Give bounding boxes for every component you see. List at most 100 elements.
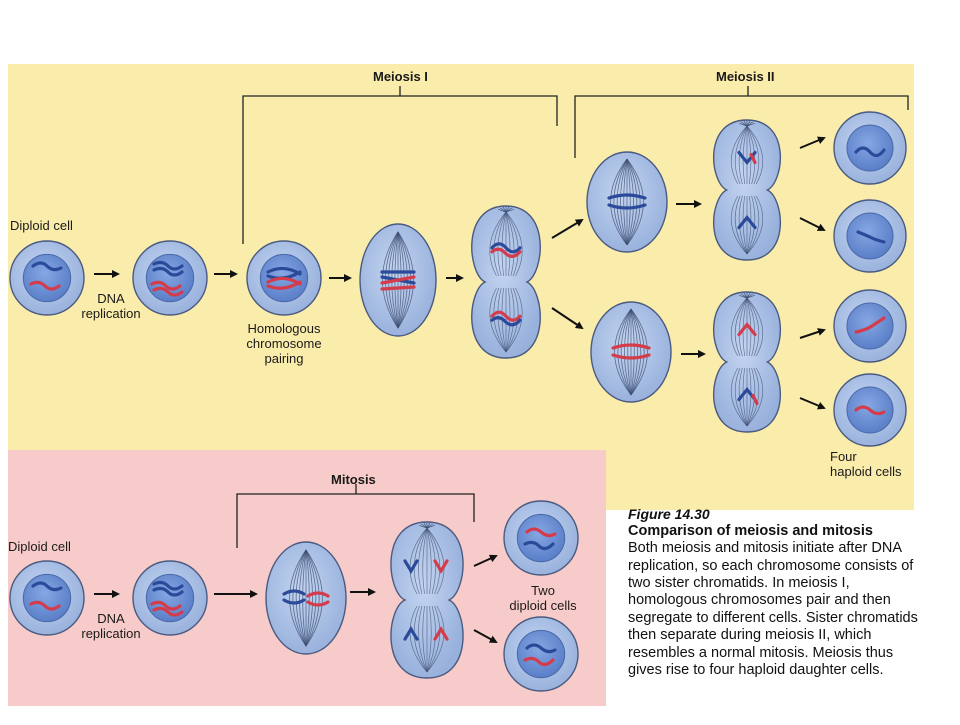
spindle-fiber (630, 308, 642, 396)
spindle-fiber (418, 605, 428, 673)
spindle-fiber (426, 527, 432, 595)
two-line-2: diploid cells (509, 597, 577, 613)
spindle-fiber (626, 158, 634, 246)
haploid-cell-4 (833, 373, 907, 447)
spindle-fiber (617, 308, 632, 396)
meiosis-diploid-cell (9, 240, 85, 316)
blue-chromosome (490, 242, 522, 254)
spindle-fiber (616, 158, 628, 246)
spindle-fiber (734, 195, 748, 255)
red-chromosome (611, 343, 651, 350)
spindle-fiber (746, 367, 763, 427)
meiosis1-metaphase-cell (359, 223, 437, 337)
red-chromosome (525, 527, 557, 538)
blue-chromosome (854, 146, 886, 158)
aster-ray (421, 523, 428, 529)
aster-ray (741, 293, 748, 299)
blue-chromosome (525, 643, 557, 654)
mitosis-anaphase-cell (390, 521, 464, 679)
cell-membrane (390, 521, 464, 679)
arrow-m9 (799, 136, 826, 149)
mitosis-metaphase-cell (265, 541, 347, 655)
spindle-fiber (742, 195, 748, 255)
aster-ray (505, 208, 514, 213)
nucleus (22, 253, 72, 303)
spindle-fiber (426, 527, 445, 595)
spindle-fiber (382, 231, 399, 329)
spindle-fiber (413, 527, 428, 595)
spindle-fiber (413, 605, 428, 673)
spindle-fiber (385, 231, 399, 329)
red-chromosome (29, 280, 61, 291)
spindle-fiber (614, 308, 632, 396)
haploid-cell-3 (833, 289, 907, 363)
nucleus (22, 573, 72, 623)
red-chromosome (266, 280, 302, 290)
spindle-fiber (409, 605, 428, 673)
nucleus (846, 124, 894, 172)
spindle-fiber (734, 297, 748, 357)
blue-chromosome (737, 214, 757, 230)
spindle-fiber (305, 549, 320, 647)
spindle-fiber (505, 211, 523, 277)
spindle-fiber (505, 211, 511, 277)
aster-ray (746, 292, 751, 299)
spindle-fiber (305, 549, 317, 647)
meiosis-dna-replication-label: DNA replication (66, 291, 156, 322)
spindle-fiber (505, 211, 515, 277)
blue-chromosome (856, 230, 886, 244)
spindle-fiber (388, 231, 399, 329)
arrow-t4 (473, 554, 498, 567)
spindle-fiber (295, 549, 307, 647)
spindle-fiber (734, 125, 748, 185)
spindle-fiber (397, 231, 408, 329)
mitosis-bracket (236, 484, 475, 548)
four-line-1: Four (830, 449, 857, 464)
figure-title: Comparison of meiosis and mitosis (628, 522, 873, 539)
aster-ray (746, 294, 755, 299)
mitosis-label: Mitosis (331, 472, 376, 487)
spindle-fiber (422, 605, 428, 673)
aster-ray (426, 524, 435, 529)
spindle-fiber (505, 211, 519, 277)
spindle-fiber (626, 158, 644, 246)
spindle-fiber (289, 549, 307, 647)
spindle-fiber (746, 125, 760, 185)
spindle-fiber (738, 297, 748, 357)
arrow-m11 (799, 328, 826, 339)
red-chromosome (152, 286, 184, 297)
spindle-fiber (624, 308, 632, 396)
blue-chromosome (152, 580, 184, 591)
aster-ray (423, 522, 428, 529)
spindle-fiber (610, 158, 628, 246)
spindle-fiber (620, 158, 628, 246)
spindle-fiber (746, 195, 752, 255)
aster-ray (498, 208, 507, 213)
spindle-fiber (613, 158, 628, 246)
red-chromosome (380, 275, 416, 285)
red-chromosome (306, 591, 330, 598)
spindle-fiber (426, 605, 445, 673)
meiosis1-label: Meiosis I (373, 69, 428, 84)
meiosis-diploid-cell-label: Diploid cell (10, 218, 73, 233)
meiosis2-label: Meiosis II (716, 69, 775, 84)
aster-ray (739, 294, 748, 299)
spindle-fiber (620, 308, 632, 396)
two-line-1: Two (531, 583, 555, 598)
spindle-fiber (746, 125, 763, 185)
spindle-fiber (305, 549, 310, 647)
spindle-fiber (731, 367, 748, 427)
red-chromosome (737, 321, 757, 337)
red-chromosome (854, 405, 886, 416)
blue-chromosome (403, 625, 419, 641)
red-chromosome (751, 393, 759, 406)
homologous-pairing-label: Homologous chromosome pairing (232, 321, 336, 367)
dna-replication-line-1: DNA (97, 291, 125, 306)
spindle-fiber (734, 367, 748, 427)
spindle-fiber (626, 158, 641, 246)
spindle-fiber (397, 231, 414, 329)
mitosis-dna-line-1: DNA (97, 611, 125, 626)
spindle-fiber (746, 367, 752, 427)
